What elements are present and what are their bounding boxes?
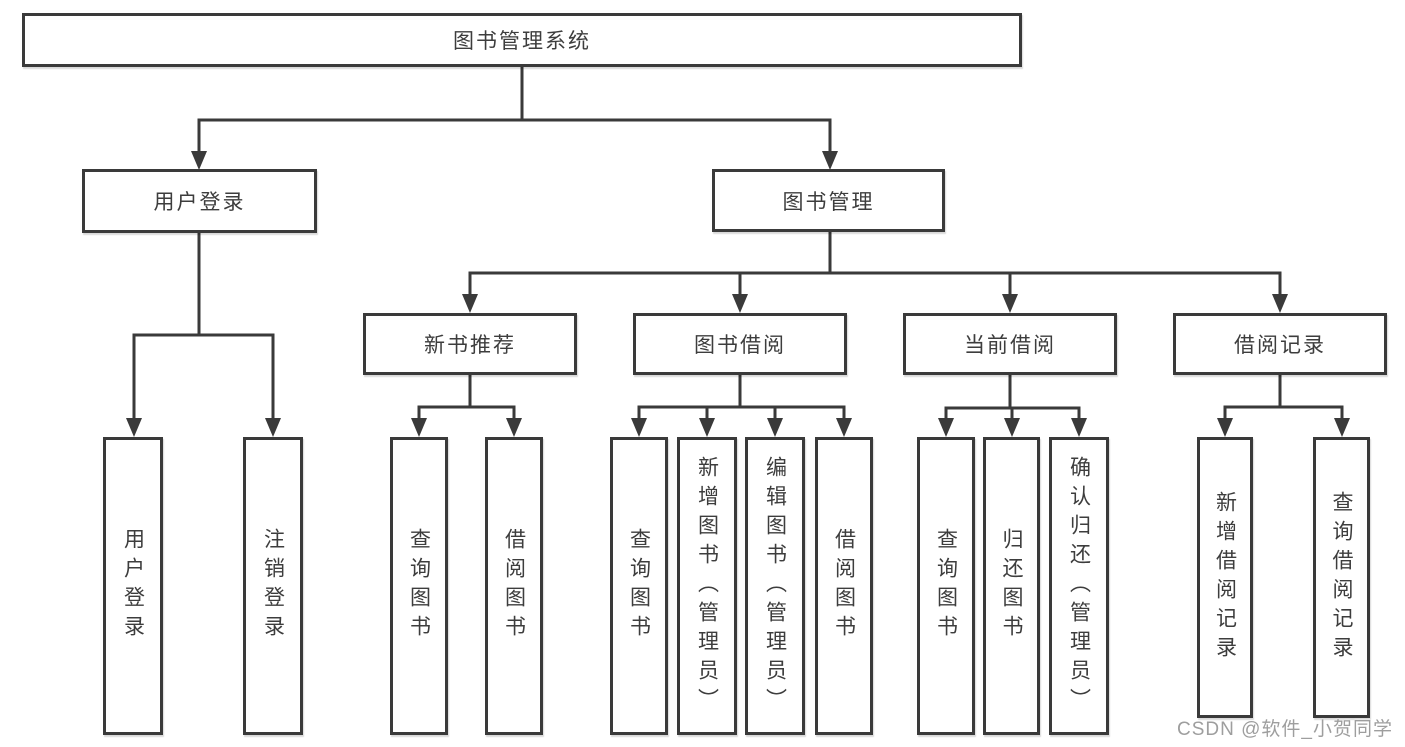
- node-borrow-books-recommend-label: 借阅图书: [502, 528, 526, 644]
- node-confirm-return-admin-label: 确认归还（管理员）: [1067, 455, 1091, 717]
- node-user-login-action-label: 用户登录: [121, 528, 145, 644]
- node-borrowing-records-label: 借阅记录: [1234, 334, 1326, 357]
- node-query-books-borrowing: 查询图书: [610, 437, 668, 735]
- node-user-login-action: 用户登录: [103, 437, 163, 735]
- node-borrow-books-recommend: 借阅图书: [485, 437, 543, 735]
- node-query-books-current-label: 查询图书: [934, 528, 958, 644]
- node-current-borrowing-label: 当前借阅: [964, 334, 1056, 357]
- node-query-books-borrowing-label: 查询图书: [627, 528, 651, 644]
- node-add-borrow-record: 新增借阅记录: [1197, 437, 1253, 718]
- node-query-borrow-record-label: 查询借阅记录: [1330, 490, 1353, 665]
- arrowheads: [126, 151, 1350, 437]
- node-book-management-label: 图书管理: [782, 190, 875, 214]
- node-add-book-admin: 新增图书（管理员）: [677, 437, 737, 735]
- node-edit-book-admin-label: 编辑图书（管理员）: [763, 455, 787, 717]
- node-borrow-books-borrowing-label: 借阅图书: [832, 528, 856, 644]
- node-return-books: 归还图书: [983, 437, 1040, 735]
- node-user-login-label: 用户登录: [153, 191, 246, 214]
- node-new-book-recommendation-label: 新书推荐: [424, 334, 516, 357]
- node-add-book-admin-label: 新增图书（管理员）: [695, 455, 719, 717]
- node-book-borrowing: 图书借阅: [633, 313, 847, 375]
- node-library-system-label: 图书管理系统: [453, 30, 591, 53]
- node-query-borrow-record: 查询借阅记录: [1313, 437, 1370, 718]
- node-return-books-label: 归还图书: [1000, 528, 1023, 644]
- node-logout-label: 注销登录: [261, 528, 285, 644]
- node-query-books-current: 查询图书: [917, 437, 975, 735]
- node-library-system: 图书管理系统: [22, 13, 1022, 67]
- node-borrow-books-borrowing: 借阅图书: [815, 437, 873, 735]
- node-query-books-recommend: 查询图书: [390, 437, 448, 735]
- node-logout: 注销登录: [243, 437, 303, 735]
- node-current-borrowing: 当前借阅: [903, 313, 1117, 375]
- node-borrowing-records: 借阅记录: [1173, 313, 1387, 375]
- node-add-borrow-record-label: 新增借阅记录: [1213, 490, 1237, 665]
- node-edit-book-admin: 编辑图书（管理员）: [745, 437, 805, 735]
- node-confirm-return-admin: 确认归还（管理员）: [1049, 437, 1109, 735]
- node-query-books-recommend-label: 查询图书: [407, 528, 431, 644]
- node-user-login: 用户登录: [82, 169, 317, 233]
- node-book-management: 图书管理: [712, 169, 945, 232]
- csdn-watermark: CSDN @软件_小贺同学: [1177, 719, 1393, 740]
- node-new-book-recommendation: 新书推荐: [363, 313, 577, 375]
- node-book-borrowing-label: 图书借阅: [694, 334, 786, 357]
